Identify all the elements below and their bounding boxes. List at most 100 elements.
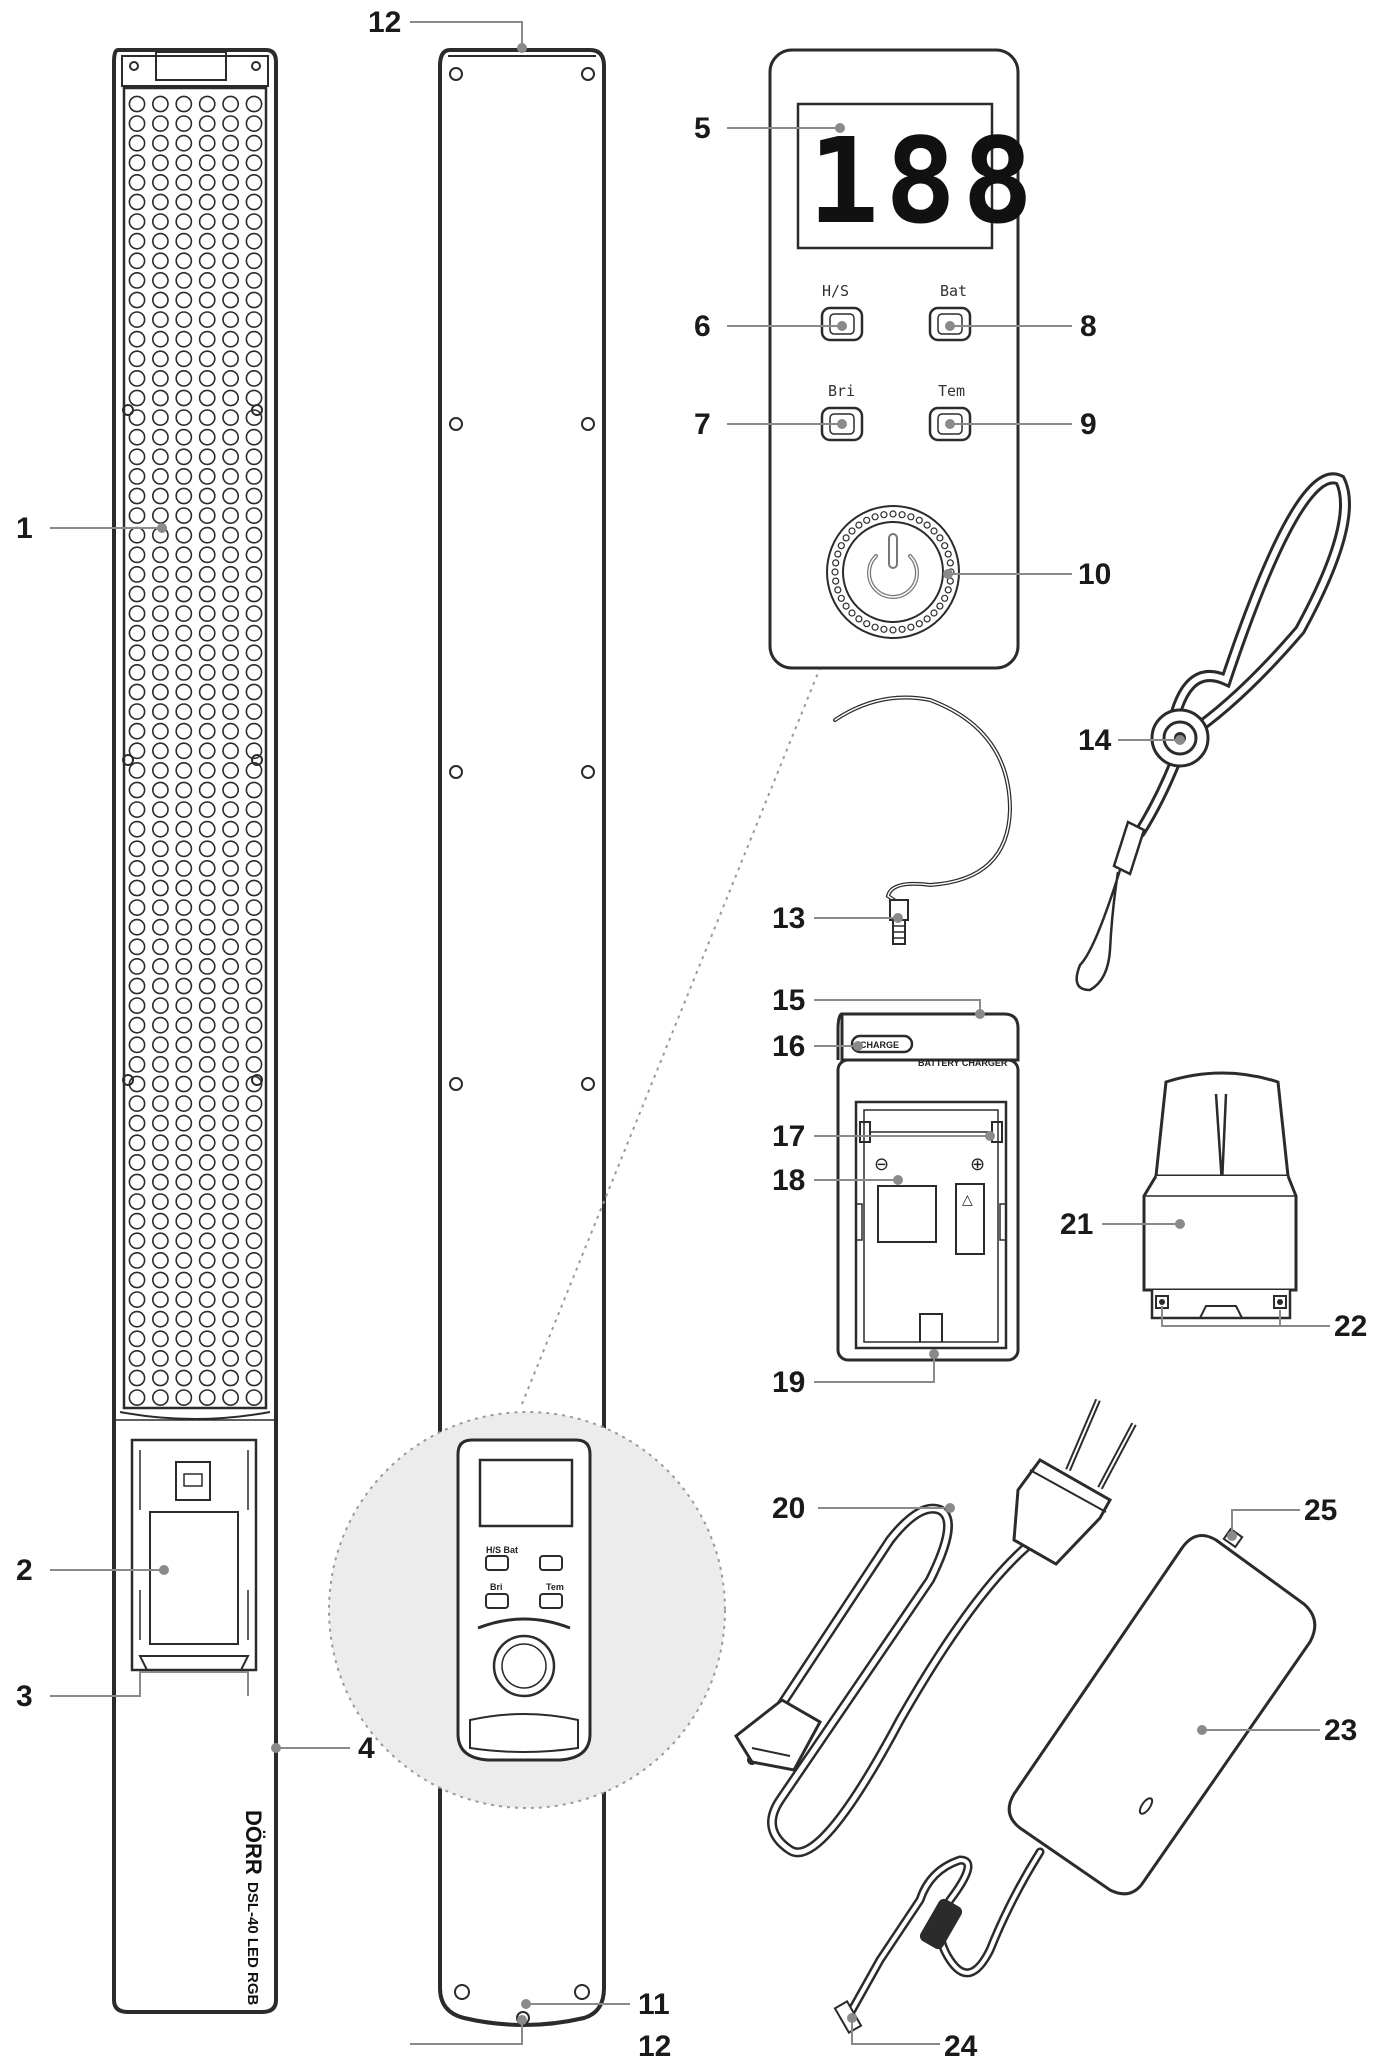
led	[151, 252, 169, 270]
led	[245, 95, 263, 113]
dial-dot	[907, 623, 915, 631]
led	[175, 1036, 193, 1054]
led	[198, 840, 216, 858]
led	[128, 95, 146, 113]
led	[128, 722, 146, 740]
led	[245, 134, 263, 152]
led	[128, 683, 146, 701]
dial-dot	[842, 602, 850, 610]
led	[198, 1154, 216, 1171]
led	[222, 1389, 239, 1406]
led	[198, 1291, 216, 1308]
led	[198, 801, 216, 818]
led	[128, 781, 146, 799]
led	[151, 1173, 169, 1191]
led	[245, 1291, 263, 1308]
led	[175, 585, 193, 603]
dial-dot	[936, 602, 944, 610]
led	[245, 369, 263, 387]
led	[128, 389, 146, 407]
led	[245, 703, 263, 720]
led	[128, 193, 146, 211]
led	[175, 252, 193, 270]
led	[245, 507, 263, 524]
led	[128, 1154, 146, 1171]
led	[245, 840, 263, 858]
dial-dot	[834, 550, 842, 558]
led	[175, 193, 193, 211]
led	[222, 958, 239, 975]
led	[245, 448, 263, 466]
led	[128, 448, 146, 466]
led	[198, 762, 216, 779]
led	[198, 252, 216, 270]
led	[175, 918, 193, 936]
callout-6: 6	[694, 310, 711, 343]
led	[245, 1350, 263, 1367]
led	[175, 1016, 193, 1034]
led	[245, 213, 263, 230]
mini-bri-label: Bri	[490, 1582, 503, 1592]
led	[128, 1134, 146, 1152]
led	[175, 781, 193, 799]
led	[151, 840, 169, 858]
led	[128, 252, 146, 270]
led	[222, 232, 239, 250]
led	[245, 546, 263, 564]
dial-dot	[923, 521, 931, 529]
led	[198, 1369, 216, 1387]
led	[128, 958, 146, 975]
led	[222, 271, 239, 289]
led	[175, 879, 193, 897]
callout-11: 11	[638, 1988, 670, 2021]
dial-dot	[936, 534, 944, 542]
dial-dot	[871, 513, 879, 521]
dial-dot	[944, 586, 952, 594]
led	[222, 762, 239, 779]
led	[222, 1154, 239, 1171]
led	[151, 664, 169, 681]
led	[222, 1212, 239, 1230]
led	[222, 291, 239, 309]
led	[151, 918, 169, 936]
led	[222, 1036, 239, 1054]
led	[222, 664, 239, 681]
led	[245, 820, 263, 838]
led	[198, 389, 216, 407]
led	[151, 1271, 169, 1289]
led	[198, 664, 216, 681]
led	[128, 369, 146, 387]
led	[175, 330, 193, 348]
led	[198, 879, 216, 897]
led	[198, 173, 216, 191]
dial-dot	[831, 568, 839, 576]
led	[175, 546, 193, 564]
power-dial[interactable]	[826, 505, 960, 639]
dial-dot	[915, 620, 923, 628]
led	[151, 350, 169, 368]
brand-logo-text: DÖRR	[241, 1810, 266, 1875]
dial-dot	[930, 609, 938, 617]
led	[198, 369, 216, 387]
led	[151, 997, 169, 1014]
led	[198, 1232, 216, 1250]
led	[151, 938, 169, 956]
led	[222, 1193, 239, 1210]
led-grid	[128, 95, 263, 1406]
control-panel-detail: 188 H/S Bat Bri Tem	[768, 48, 1033, 670]
led	[198, 1075, 216, 1093]
led	[128, 703, 146, 720]
led	[151, 977, 169, 995]
led	[128, 1095, 146, 1112]
led	[175, 115, 193, 132]
led	[245, 585, 263, 603]
led	[175, 428, 193, 446]
led	[222, 918, 239, 936]
led	[198, 1095, 216, 1112]
led	[222, 566, 239, 583]
dial-dot	[855, 521, 863, 529]
led	[151, 1114, 169, 1132]
dial-dot	[930, 527, 938, 535]
led	[245, 1232, 263, 1250]
callout-24: 24	[944, 2030, 978, 2063]
